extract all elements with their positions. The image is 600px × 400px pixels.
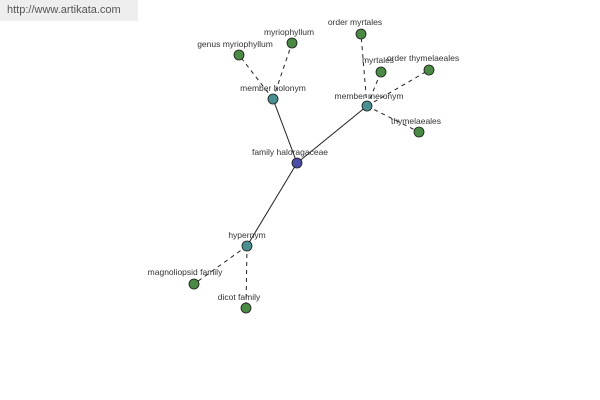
edge-member-meronym-to-order-thymelaeales <box>366 69 430 107</box>
label-hypernym[interactable]: hypernym <box>228 230 265 240</box>
node-member-holonym[interactable] <box>267 93 279 105</box>
node-order-thymelaeales[interactable] <box>423 64 435 76</box>
edge-member-meronym-to-thymelaeales <box>366 105 420 133</box>
label-dicot-family[interactable]: dicot family <box>218 292 261 302</box>
label-member-meronym[interactable]: member meronym <box>335 91 404 101</box>
edge-center-to-hypernym <box>246 162 298 247</box>
edge-hypernym-to-magnoliopsid-family <box>193 245 248 285</box>
label-magnoliopsid-family[interactable]: magnoliopsid family <box>148 267 223 277</box>
node-dicot-family[interactable] <box>240 302 252 314</box>
edge-center-to-member-meronym <box>296 105 368 164</box>
edge-hypernym-to-dicot-family <box>245 245 248 309</box>
edges-layer <box>193 33 430 309</box>
node-myriophyllum[interactable] <box>286 37 298 49</box>
node-genus-myriophyllum[interactable] <box>233 49 245 61</box>
node-center[interactable] <box>291 157 303 169</box>
labels-layer: family haloragaceae member holonym member … <box>148 17 459 302</box>
label-genus-myriophyllum[interactable]: genus myriophyllum <box>197 39 273 49</box>
node-order-myrtales[interactable] <box>355 28 367 40</box>
label-order-thymelaeales[interactable]: order thymelaeales <box>387 53 459 63</box>
node-hypernym[interactable] <box>241 240 253 252</box>
label-member-holonym[interactable]: member holonym <box>240 83 306 93</box>
label-myriophyllum[interactable]: myriophyllum <box>264 27 314 37</box>
label-order-myrtales[interactable]: order myrtales <box>328 17 382 27</box>
nodes-layer <box>188 28 435 314</box>
edge-member-meronym-to-myrtales <box>366 71 382 107</box>
node-magnoliopsid-family[interactable] <box>188 278 200 290</box>
node-member-meronym[interactable] <box>361 100 373 112</box>
label-myrtales[interactable]: myrtales <box>362 55 394 65</box>
edge-member-holonym-to-myriophyllum <box>272 42 293 100</box>
node-myrtales[interactable] <box>375 66 387 78</box>
node-thymelaeales[interactable] <box>413 126 425 138</box>
source-url[interactable]: http://www.artikata.com <box>0 0 138 21</box>
label-thymelaeales[interactable]: thymelaeales <box>391 116 441 126</box>
label-center[interactable]: family haloragaceae <box>252 147 328 157</box>
edge-member-holonym-to-genus-myriophyllum <box>238 54 274 100</box>
edge-center-to-member-holonym <box>272 98 298 164</box>
